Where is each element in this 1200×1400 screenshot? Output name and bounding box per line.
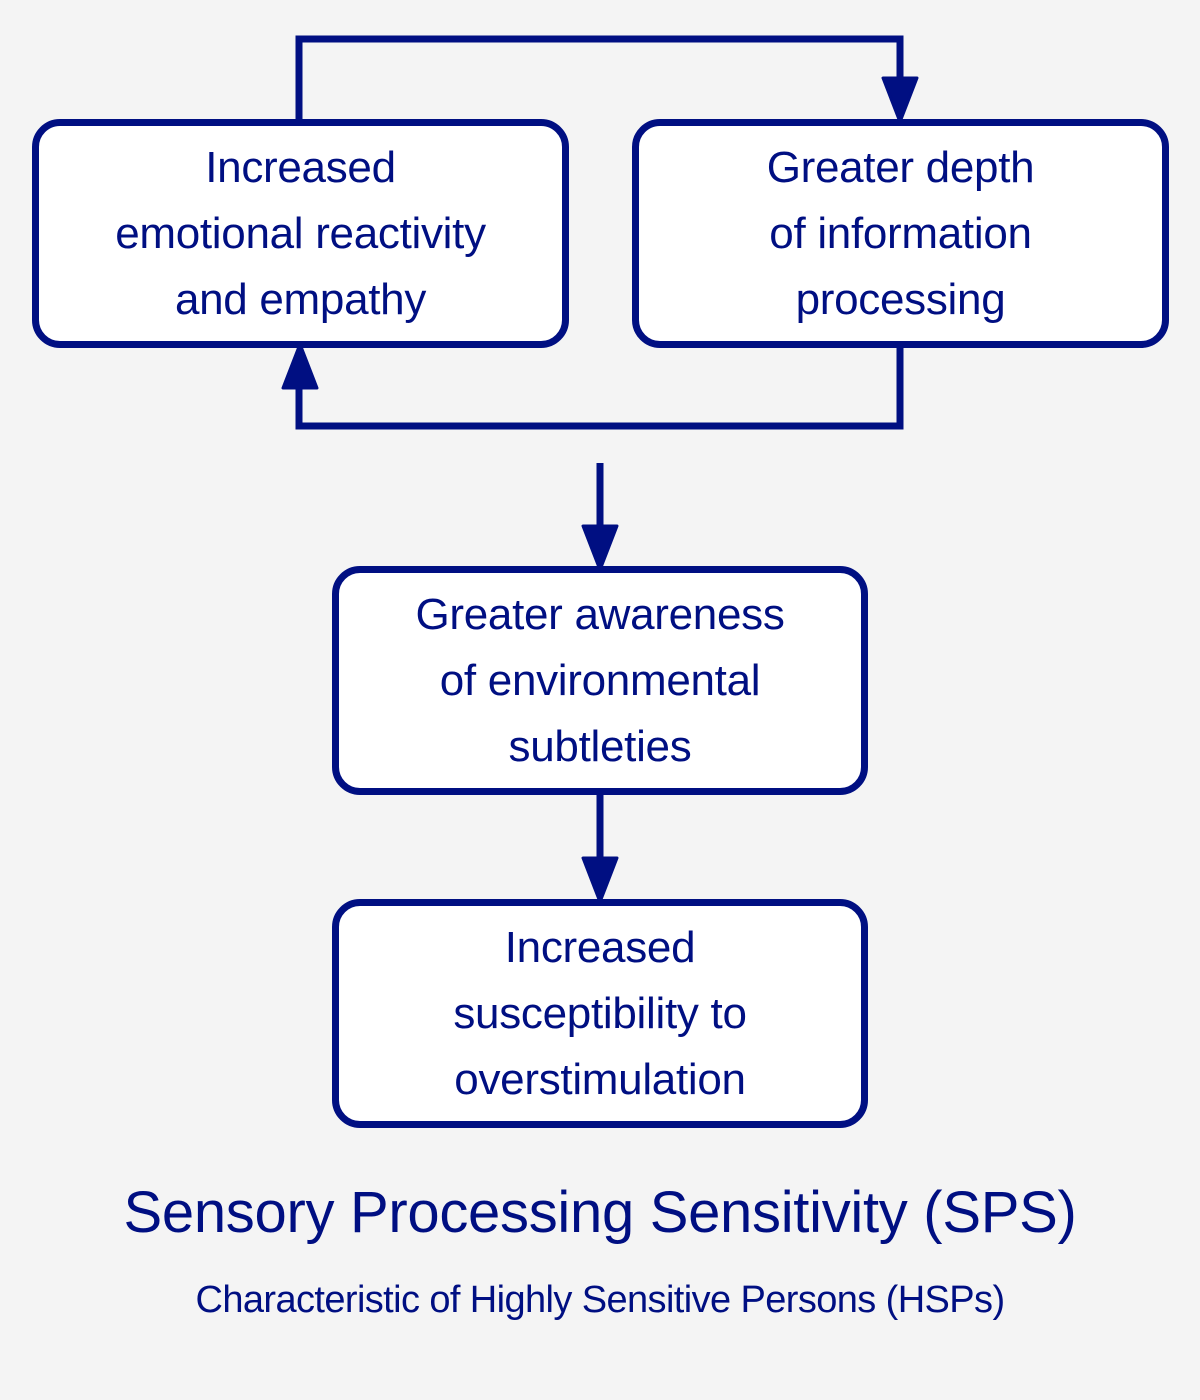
node-text-line: Greater awareness [415,589,785,639]
arrowhead-up-icon [281,342,319,390]
diagram-subtitle: Characteristic of Highly Sensitive Perso… [195,1279,1006,1321]
node-text-line: emotional reactivity [115,208,486,258]
node-text-line: and empathy [174,274,427,324]
diagram-title: Sensory Processing Sensitivity (SPS) [123,1180,1077,1245]
node-emotional-reactivity: Increased emotional reactivity and empat… [32,119,569,348]
node-text-line: Increased [205,142,396,192]
node-text-line: overstimulation [454,1054,746,1104]
node-text-line: processing [795,274,1006,324]
node-text-line: susceptibility to [453,988,747,1038]
edge-emotional-to-depth [295,35,904,119]
node-text-line: Greater depth [766,142,1035,192]
node-environmental-awareness: Greater awareness of environmental subtl… [332,566,868,795]
node-overstimulation: Increased susceptibility to overstimulat… [332,899,868,1128]
arrowhead-down-icon [881,76,919,124]
node-text-line: Increased [504,922,696,972]
node-text-line: of information [769,208,1032,258]
node-text-line: subtleties [508,721,692,771]
arrowhead-down-icon [581,856,619,904]
node-depth-of-processing: Greater depth of information processing [632,119,1169,348]
arrowhead-down-icon [581,524,619,572]
edge-depth-to-emotional [295,348,904,430]
node-text-line: of environmental [439,655,761,705]
